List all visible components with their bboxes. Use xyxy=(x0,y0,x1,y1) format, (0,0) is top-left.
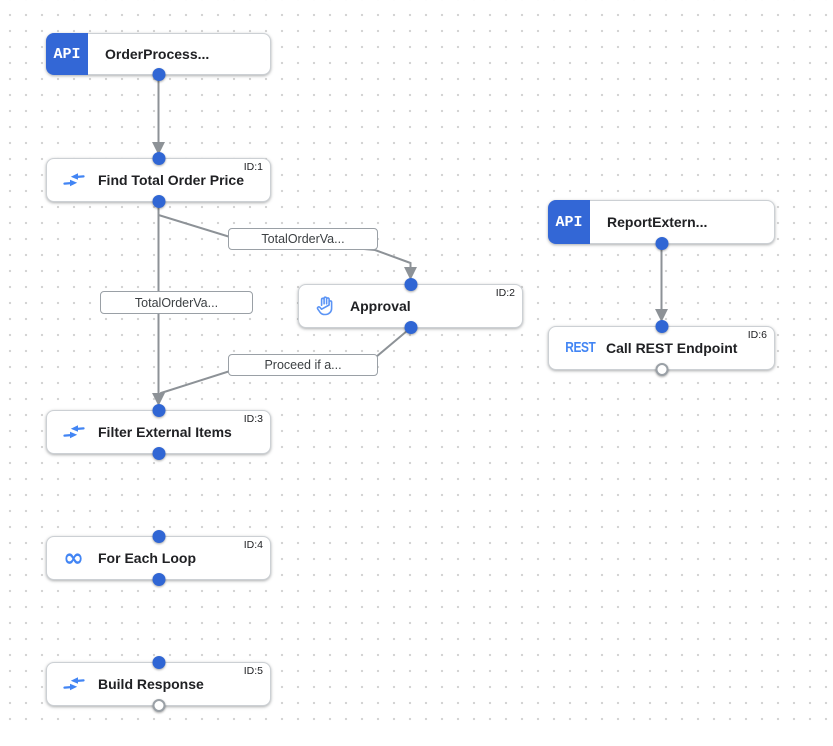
rest-icon: REST xyxy=(564,340,596,356)
node-title: Call REST Endpoint xyxy=(606,340,738,356)
connection-dot-in[interactable] xyxy=(152,656,165,669)
loop-infinity-icon: ∞ xyxy=(63,543,84,572)
node-id-label: ID:4 xyxy=(243,539,263,551)
node-title: Build Response xyxy=(98,676,204,692)
node-api-trigger-reportextern[interactable]: API ReportExtern... xyxy=(548,200,775,250)
node-title: Find Total Order Price xyxy=(98,172,244,188)
connection-dot-in[interactable] xyxy=(152,404,165,417)
approval-hand-icon xyxy=(312,294,339,318)
node-title: ReportExtern... xyxy=(607,214,708,230)
node-title: Approval xyxy=(350,298,411,314)
edge-label-text: Proceed if a... xyxy=(264,358,342,372)
connection-dot-in[interactable] xyxy=(152,152,165,165)
node-id-label: ID:2 xyxy=(495,287,515,299)
connection-dot-in[interactable] xyxy=(655,320,668,333)
edge-label-text: TotalOrderVa... xyxy=(261,232,345,246)
node-id-label: ID:1 xyxy=(243,161,263,173)
connection-dot-out[interactable] xyxy=(152,68,165,81)
connection-dot-end[interactable] xyxy=(655,363,668,376)
node-find-total-order-price[interactable]: ID:1 Find Total Order Price xyxy=(46,152,271,208)
edge-label-total-order-value-1[interactable]: TotalOrderVa... xyxy=(228,228,378,250)
node-filter-external-items[interactable]: ID:3 Filter External Items xyxy=(46,404,271,460)
connection-dot-in[interactable] xyxy=(152,530,165,543)
connection-dot-in[interactable] xyxy=(404,278,417,291)
connection-dot-out[interactable] xyxy=(404,321,417,334)
node-title: For Each Loop xyxy=(98,550,196,566)
connection-dot-end[interactable] xyxy=(152,699,165,712)
api-trigger-icon: API xyxy=(548,200,590,244)
data-mapping-icon xyxy=(60,420,87,444)
connection-dot-out[interactable] xyxy=(152,447,165,460)
node-id-label: ID:6 xyxy=(747,329,767,341)
node-title: Filter External Items xyxy=(98,424,232,440)
connection-dot-out[interactable] xyxy=(655,237,668,250)
connection-dot-out[interactable] xyxy=(152,195,165,208)
node-call-rest-endpoint[interactable]: ID:6 REST Call REST Endpoint xyxy=(548,320,775,376)
node-api-trigger-orderprocess[interactable]: API OrderProcess... xyxy=(46,33,271,81)
edge-label-total-order-value-2[interactable]: TotalOrderVa... xyxy=(100,291,253,314)
edge-label-proceed-if[interactable]: Proceed if a... xyxy=(228,354,378,376)
node-id-label: ID:5 xyxy=(243,665,263,677)
node-title: OrderProcess... xyxy=(105,46,210,62)
connection-dot-out[interactable] xyxy=(152,573,165,586)
node-build-response[interactable]: ID:5 Build Response xyxy=(46,656,271,712)
api-trigger-icon: API xyxy=(46,33,88,75)
data-mapping-icon xyxy=(60,168,87,192)
node-id-label: ID:3 xyxy=(243,413,263,425)
node-approval[interactable]: ID:2 Approval xyxy=(298,278,523,334)
edge-label-text: TotalOrderVa... xyxy=(134,295,219,310)
node-for-each-loop[interactable]: ID:4 ∞ For Each Loop xyxy=(46,530,271,586)
data-mapping-icon xyxy=(60,672,87,696)
